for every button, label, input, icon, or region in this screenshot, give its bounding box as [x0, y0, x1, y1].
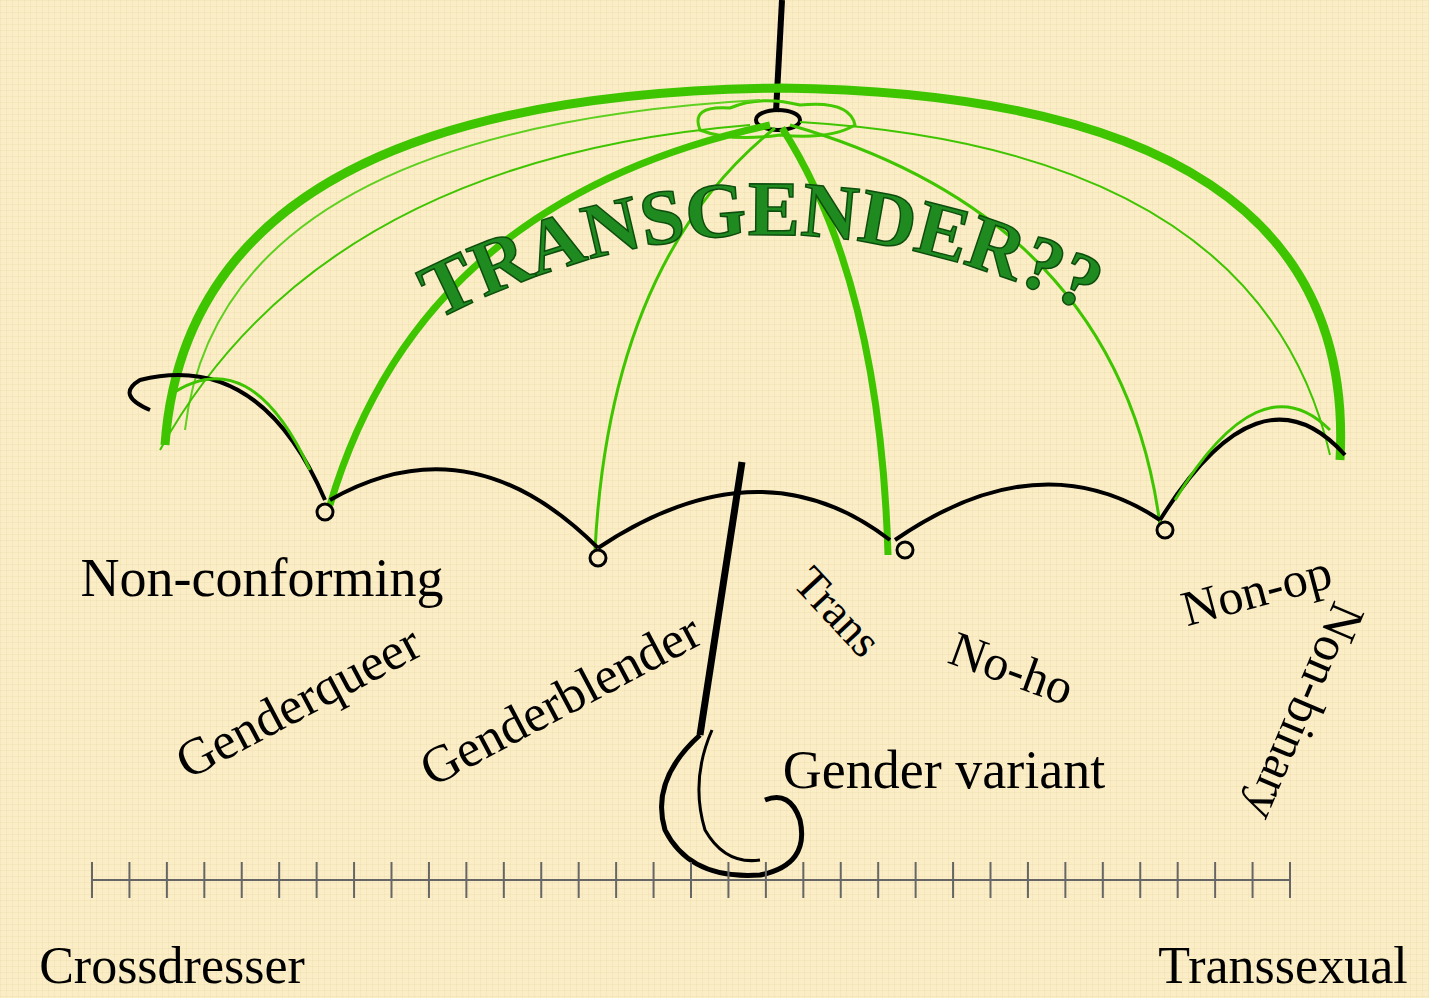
scale-tick	[653, 862, 655, 898]
term-label: Non-op	[1176, 546, 1337, 634]
umbrella-hook-inner	[699, 730, 760, 861]
scale-tick	[615, 862, 617, 898]
scale-tick	[952, 862, 954, 898]
term-label: Genderblender	[411, 605, 708, 796]
scale-tick	[877, 862, 879, 898]
scale-tick	[540, 862, 542, 898]
scale-tick	[578, 862, 580, 898]
umbrella-ribs	[160, 122, 1330, 555]
scale-axis	[92, 862, 1290, 898]
scale-tick	[391, 862, 393, 898]
scale-tick	[128, 862, 130, 898]
umbrella-tip	[776, 0, 782, 112]
scale-tick	[840, 862, 842, 898]
umbrella-rosette	[698, 101, 855, 138]
scale-tick	[1289, 862, 1291, 898]
scale-tick	[1177, 862, 1179, 898]
scale-tick	[690, 862, 692, 898]
term-label: Trans	[786, 559, 890, 666]
umbrella-shaft	[700, 462, 742, 735]
scale-tick	[727, 862, 729, 898]
scale-tick	[990, 862, 992, 898]
scale-tick	[1064, 862, 1066, 898]
scale-tick	[1102, 862, 1104, 898]
scale-end-label: Crossdresser	[39, 940, 305, 992]
term-label: Gender variant	[783, 743, 1105, 797]
scale-tick	[278, 862, 280, 898]
scale-tick	[241, 862, 243, 898]
scale-tick	[428, 862, 430, 898]
scale-tick	[915, 862, 917, 898]
scale-tick	[1252, 862, 1254, 898]
scale-tick	[1214, 862, 1216, 898]
scale-tick	[765, 862, 767, 898]
scale-tick	[1139, 862, 1141, 898]
scale-tick	[802, 862, 804, 898]
term-label: No-ho	[943, 623, 1080, 714]
scale-tick	[166, 862, 168, 898]
term-label: Non-binary	[1237, 596, 1373, 828]
umbrella-rim-accent	[170, 379, 1330, 500]
scale-tick	[465, 862, 467, 898]
umbrella-hook	[662, 735, 802, 875]
scale-tick	[316, 862, 318, 898]
scale-tick	[503, 862, 505, 898]
scale-tick	[1027, 862, 1029, 898]
umbrella-title: TRANSGENDER??	[406, 165, 1116, 335]
scale-end-label: Transsexual	[1158, 940, 1407, 992]
term-label: Genderqueer	[167, 616, 428, 788]
umbrella-canopy	[165, 88, 1341, 460]
scale-tick	[353, 862, 355, 898]
term-label: Non-conforming	[81, 551, 444, 605]
scale-tick	[203, 862, 205, 898]
scale-tick	[91, 862, 93, 898]
